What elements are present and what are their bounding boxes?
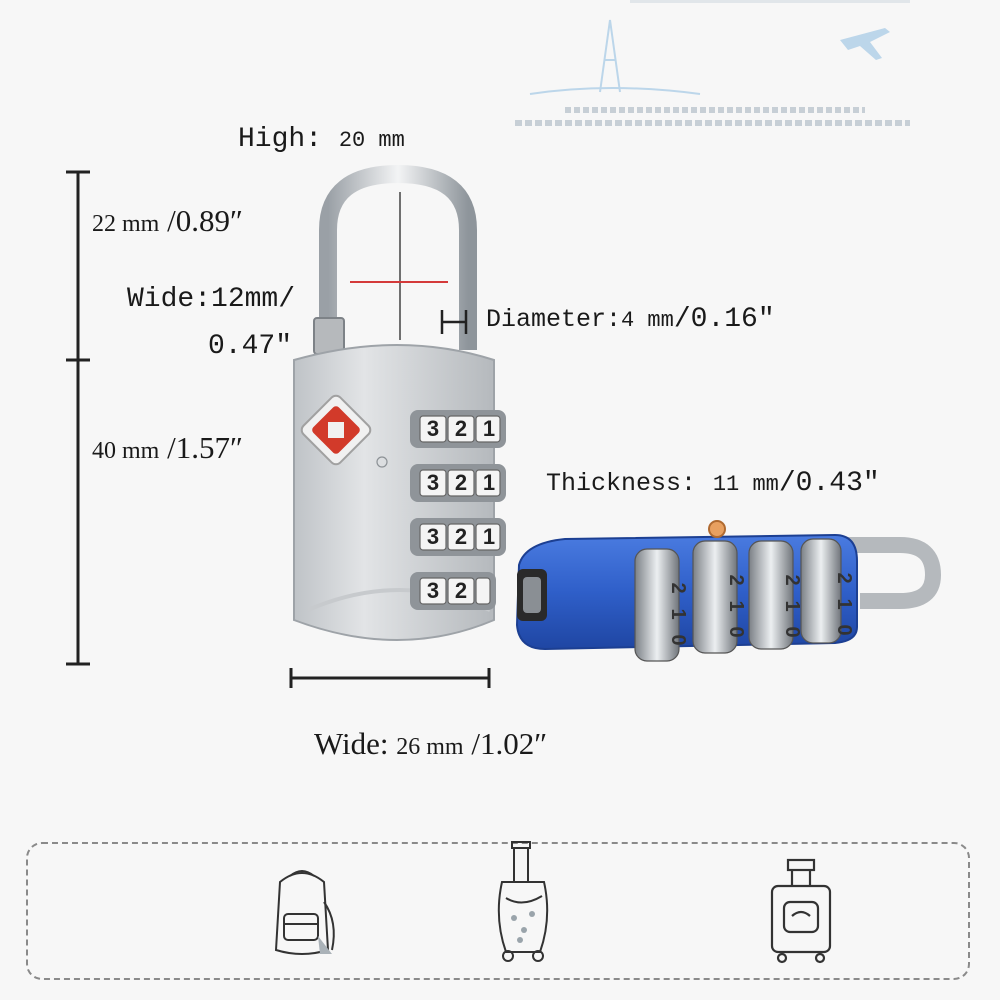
top-height-value: 22 mm — [92, 211, 160, 237]
silver-dial-digit: 1 — [482, 524, 496, 549]
watermark-text-line — [515, 120, 910, 126]
thickness-inch: /0.43″ — [778, 468, 880, 499]
wide-small-word: Wide: — [127, 284, 212, 315]
silver-dial-digit: 3 — [426, 470, 440, 495]
silver-dial-digit: 2 — [454, 470, 468, 495]
silver-dial-digit: 2 — [454, 578, 468, 603]
wide-inch: /1.02″ — [471, 726, 548, 761]
diameter-inch: /0.16″ — [673, 304, 775, 335]
high-value: 20 mm — [338, 128, 405, 153]
wide-value: 26 mm — [396, 734, 464, 760]
high-label: High: 20 mm — [238, 126, 405, 154]
height-measure-bar — [66, 170, 90, 666]
diameter-measure — [440, 310, 468, 334]
silver-dial-digit: 2 — [454, 524, 468, 549]
blue-dial-digit: 2 — [667, 582, 689, 594]
diameter-label: Diameter:4 mm/0.16″ — [486, 306, 775, 334]
body-height-value: 40 mm — [92, 438, 160, 464]
blue-dial-digit: 1 — [667, 608, 689, 620]
wide-small-value: 12mm/ — [211, 284, 296, 315]
usage-icons-panel — [26, 842, 970, 980]
diameter-value: 4 mm — [621, 308, 674, 333]
silver-dial-digit: 3 — [426, 416, 440, 441]
thickness-word: Thickness: — [546, 469, 697, 498]
wide-label: Wide: 26 mm /1.02″ — [314, 728, 547, 759]
blue-dial-digit: 0 — [833, 624, 855, 636]
blue-dial-digit: 1 — [725, 600, 747, 612]
thickness-label: Thickness: 11 mm/0.43″ — [546, 470, 880, 498]
wide-small-label: Wide:12mm/ — [127, 286, 295, 314]
silver-dial-digit: 2 — [454, 416, 468, 441]
wide-word: Wide: — [314, 726, 389, 761]
blue-dial-digit: 1 — [781, 600, 803, 612]
watermark-graphic — [529, 0, 910, 95]
blue-padlock — [515, 520, 942, 662]
blue-dial-digit: 2 — [725, 574, 747, 586]
silver-padlock — [293, 164, 506, 641]
width-measure-bar — [289, 668, 491, 688]
diameter-word: Diameter: — [486, 305, 622, 334]
thickness-value: 11 mm — [712, 472, 779, 497]
wide-small-inch-label: 0.47″ — [208, 333, 292, 361]
silver-dial-digit: 3 — [426, 578, 440, 603]
blue-dial-digit: 2 — [833, 572, 855, 584]
blue-dial-digit: 2 — [781, 574, 803, 586]
silver-dial-digit: 3 — [426, 524, 440, 549]
silver-dial-digit: 1 — [482, 416, 496, 441]
backpack-icon — [274, 870, 335, 955]
high-word: High: — [238, 124, 323, 155]
watermark-text-line — [565, 107, 865, 113]
blue-dial-digit: 0 — [781, 626, 803, 638]
suitcase-icon — [770, 858, 832, 964]
top-height-label: 22 mm /0.89″ — [92, 205, 243, 236]
rolling-trolley-bag-icon — [497, 841, 549, 962]
blue-dial-digit: 0 — [725, 626, 747, 638]
top-height-inch: /0.89″ — [167, 203, 243, 238]
blue-dial-digit: 1 — [833, 598, 855, 610]
blue-dial-digit: 0 — [667, 634, 689, 646]
body-height-inch: /1.57″ — [167, 430, 243, 465]
body-height-label: 40 mm /1.57″ — [92, 432, 243, 463]
wide-small-inch: 0.47″ — [208, 331, 293, 362]
silver-dial-digit: 1 — [482, 470, 496, 495]
